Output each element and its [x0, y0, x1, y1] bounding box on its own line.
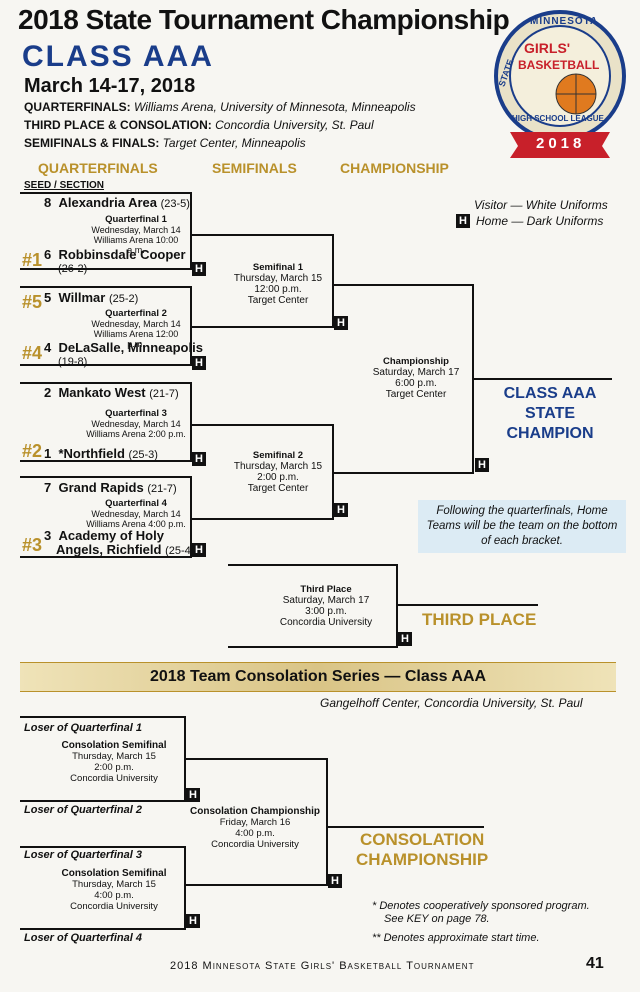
legend-visitor: Visitor — White Uniforms	[474, 198, 608, 212]
footer-text: 2018 Minnesota State Girls' Basketball T…	[170, 960, 475, 972]
home-h-icon: H	[186, 788, 200, 802]
seed-section-header: SEED / SECTION	[24, 180, 105, 191]
team-rank: #5	[22, 292, 43, 312]
home-h-icon: H	[328, 874, 342, 888]
logo-basketball-text: BASKETBALL	[518, 58, 600, 72]
home-h-icon: H	[192, 543, 206, 557]
legend-home: Home — Dark Uniforms	[476, 214, 604, 228]
logo-top-text: MINNESOTA	[530, 16, 599, 27]
home-h-icon: H	[456, 214, 470, 228]
round-header-quarterfinals: QUARTERFINALS	[38, 160, 158, 176]
round-header-semifinals: SEMIFINALS	[212, 160, 297, 176]
page-number: 41	[586, 955, 604, 972]
third-place-label: THIRD PLACE	[422, 610, 537, 629]
home-h-icon: H	[398, 632, 412, 646]
venue-line: QUARTERFINALS: Williams Arena, Universit…	[24, 100, 416, 114]
home-h-icon: H	[475, 458, 489, 472]
msgbl-logo: MINNESOTA GIRLS' BASKETBALL STATE HIGH S…	[490, 6, 630, 166]
round-header-championship: CHAMPIONSHIP	[340, 160, 449, 176]
team-row: 8 Alexandria Area (23-5)	[44, 195, 190, 210]
footnote: See KEY on page 78.	[384, 913, 490, 925]
loser-label: Loser of Quarterfinal 2	[24, 804, 142, 816]
team-row: 7 Grand Rapids (21-7)	[44, 480, 177, 495]
page-title: 2018 State Tournament Championship	[18, 4, 510, 35]
team-row-continued: Angels, Richfield (25-4)	[56, 542, 195, 557]
home-h-icon: H	[192, 452, 206, 466]
venue-line: THIRD PLACE & CONSOLATION: Concordia Uni…	[24, 118, 374, 132]
home-h-icon: H	[186, 914, 200, 928]
tournament-dates: March 14-17, 2018	[24, 75, 196, 97]
consolation-venue: Gangelhoff Center, Concordia University,…	[320, 696, 583, 710]
loser-label: Loser of Quarterfinal 1	[24, 722, 142, 734]
team-rank: #3	[22, 535, 43, 555]
team-row: 2 Mankato West (21-7)	[44, 385, 179, 400]
team-row: 5 Willmar (25-2)	[44, 290, 139, 305]
home-h-icon: H	[192, 262, 206, 276]
logo-year: 2018	[536, 135, 586, 152]
home-h-icon: H	[192, 356, 206, 370]
team-rank: #4	[22, 343, 43, 363]
team-record: (26-2)	[58, 263, 88, 275]
loser-label: Loser of Quarterfinal 4	[24, 932, 142, 944]
team-row: 1 *Northfield (25-3)	[44, 446, 158, 461]
team-row: 4 DeLaSalle, Minneapolis	[44, 340, 203, 355]
venue-line: SEMIFINALS & FINALS: Target Center, Minn…	[24, 136, 306, 150]
home-h-icon: H	[334, 316, 348, 330]
team-rank: #1	[22, 250, 43, 270]
logo-bottom-text: HIGH SCHOOL LEAGUE	[512, 114, 604, 123]
team-rank: #2	[22, 441, 43, 461]
class-title: CLASS AAA	[22, 40, 214, 73]
consolation-banner: 2018 Team Consolation Series — Class AAA	[20, 662, 616, 692]
footnote: ** Denotes approximate start time.	[372, 932, 540, 944]
footnote: * Denotes cooperatively sponsored progra…	[372, 900, 590, 912]
team-record: (19-8)	[58, 356, 88, 368]
loser-label: Loser of Quarterfinal 3	[24, 849, 142, 861]
logo-girls-text: GIRLS'	[524, 40, 571, 56]
team-row: 6 Robbinsdale Cooper	[44, 247, 186, 262]
team-row: 3 Academy of Holy	[44, 528, 164, 543]
home-team-note: Following the quarterfinals, Home Teams …	[418, 500, 626, 553]
home-h-icon: H	[334, 503, 348, 517]
